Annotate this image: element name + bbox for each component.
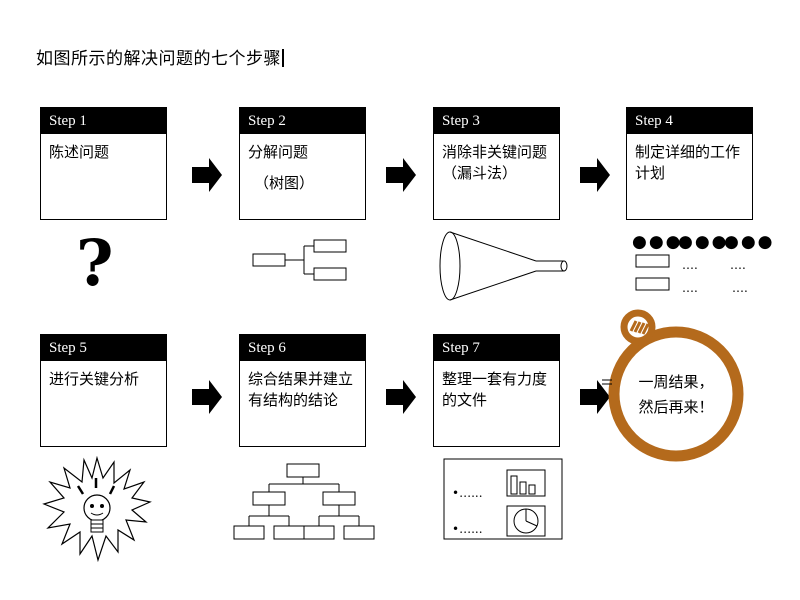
step-7-box: Step 7 整理一套有力度的文件 bbox=[433, 334, 560, 447]
step-3-text: 消除非关键问题（漏斗法） bbox=[442, 143, 548, 182]
step-2-box: Step 2 分解问题 （树图） bbox=[239, 107, 366, 220]
step-5-box: Step 5 进行关键分析 bbox=[40, 334, 167, 447]
arrow-right-icon bbox=[386, 158, 416, 192]
step-6-header: Step 6 bbox=[240, 335, 365, 361]
step-6-box: Step 6 综合结果并建立有结构的结论 bbox=[239, 334, 366, 447]
hierarchy-diagram-icon bbox=[233, 463, 375, 540]
plan-dots-3: ●●● bbox=[724, 232, 775, 252]
stopwatch-caption: 一周结果， 然后再来！ bbox=[638, 373, 714, 416]
step-7-text: 整理一套有力度的文件 bbox=[442, 370, 548, 409]
text-cursor bbox=[282, 49, 284, 67]
question-mark-icon: ? bbox=[76, 226, 114, 301]
step-1-box: Step 1 陈述问题 bbox=[40, 107, 167, 220]
page-title: 如图所示的解决问题的七个步骤 bbox=[36, 44, 284, 69]
funnel-icon bbox=[439, 231, 568, 301]
step-4-text: 制定详细的工作计划 bbox=[635, 143, 741, 182]
step-6-text: 综合结果并建立有结构的结论 bbox=[248, 370, 354, 409]
tree-diagram-icon bbox=[252, 239, 347, 281]
step-2-subtext: （树图） bbox=[254, 174, 315, 192]
doc-bullet-text: •…... bbox=[452, 486, 483, 500]
arrow-right-icon bbox=[580, 158, 610, 192]
plan-box-icon bbox=[635, 254, 670, 268]
step-3-box: Step 3 消除非关键问题（漏斗法） bbox=[433, 107, 560, 220]
plan-ellipsis: …. bbox=[732, 281, 748, 295]
plan-ellipsis: …. bbox=[730, 258, 746, 272]
plan-ellipsis: …. bbox=[682, 258, 698, 272]
plan-dots-2: ●●● bbox=[678, 232, 729, 252]
document-charts-icon bbox=[443, 458, 563, 540]
arrow-right-icon bbox=[192, 158, 222, 192]
step-5-text: 进行关键分析 bbox=[49, 370, 140, 388]
plan-dots-1: ●●● bbox=[632, 232, 683, 252]
plan-box-icon bbox=[635, 277, 670, 291]
stopwatch-icon bbox=[602, 309, 744, 462]
arrow-right-icon bbox=[386, 380, 416, 414]
step-1-text: 陈述问题 bbox=[49, 143, 110, 161]
plan-ellipsis: …. bbox=[682, 281, 698, 295]
step-3-header: Step 3 bbox=[434, 108, 559, 134]
step-7-header: Step 7 bbox=[434, 335, 559, 361]
lightbulb-burst-icon bbox=[42, 456, 152, 562]
step-5-header: Step 5 bbox=[41, 335, 166, 361]
arrow-right-icon bbox=[192, 380, 222, 414]
doc-bullet-text: •…... bbox=[452, 522, 483, 536]
step-2-header: Step 2 bbox=[240, 108, 365, 134]
arrow-right-icon bbox=[580, 380, 610, 414]
step-1-header: Step 1 bbox=[41, 108, 166, 134]
step-4-header: Step 4 bbox=[627, 108, 752, 134]
step-2-text: 分解问题 bbox=[248, 143, 309, 161]
step-4-box: Step 4 制定详细的工作计划 bbox=[626, 107, 753, 220]
